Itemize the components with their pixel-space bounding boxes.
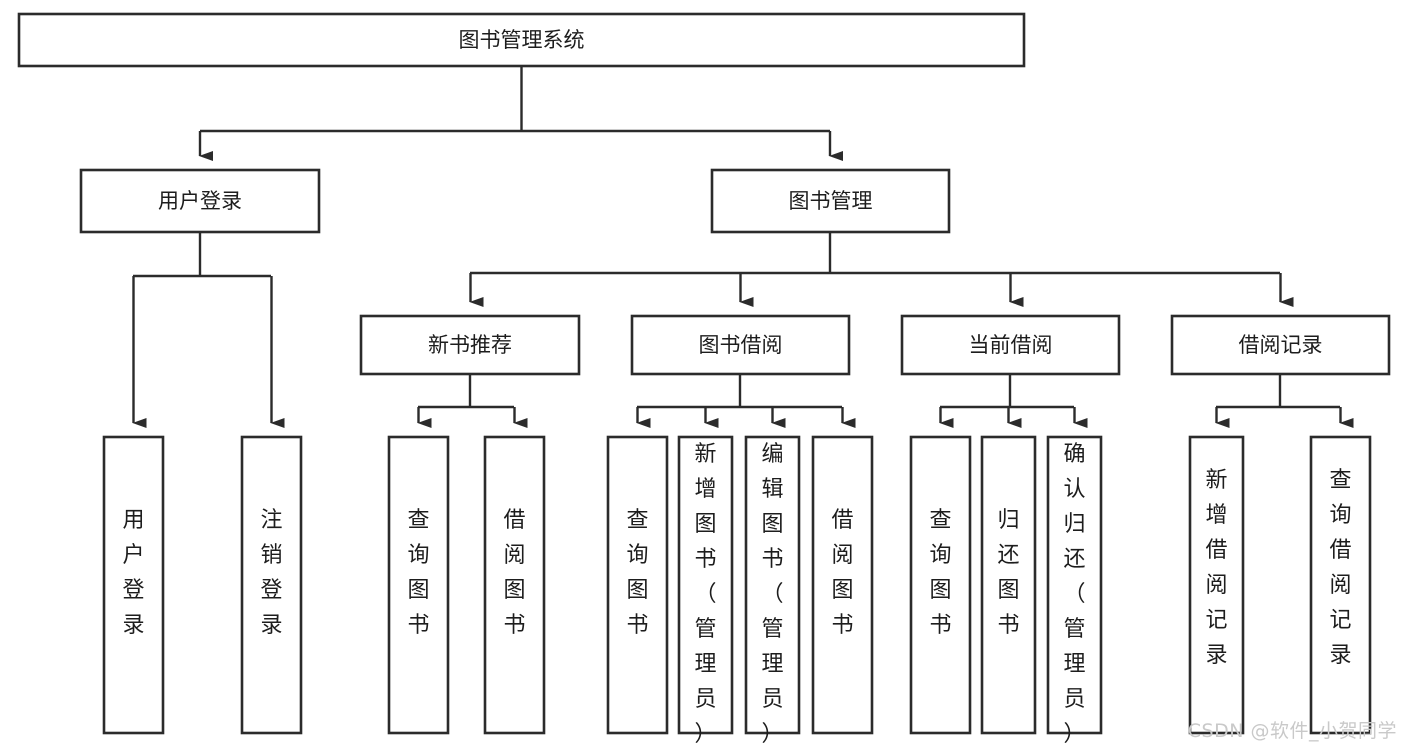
node-borrow-record-box[interactable]: [1170, 314, 1391, 376]
node-leaf-user-login-label: 用户登录: [122, 508, 144, 638]
node-current-borrow-box[interactable]: [900, 314, 1121, 376]
node-leaf-user-login[interactable]: 用户登录: [102, 435, 165, 735]
node-leaf-query-book-1-box[interactable]: [387, 435, 450, 735]
node-leaf-query-record-box[interactable]: [1309, 435, 1372, 735]
node-user-login-label: 用户登录: [158, 189, 242, 213]
node-book-borrow-box[interactable]: [630, 314, 851, 376]
node-current-borrow[interactable]: 当前借阅: [900, 314, 1121, 376]
node-book-manage[interactable]: 图书管理: [710, 168, 951, 234]
node-leaf-return-book-label: 归还图书: [997, 508, 1019, 638]
node-leaf-add-record-label: 新增借阅记录: [1205, 468, 1227, 668]
node-leaf-add-record-box[interactable]: [1188, 435, 1245, 735]
node-leaf-return-book-box[interactable]: [980, 435, 1037, 735]
node-leaf-query-book-1-label: 查询图书: [407, 508, 429, 638]
node-leaf-borrow-book-2-label: 借阅图书: [831, 508, 853, 638]
node-borrow-record[interactable]: 借阅记录: [1170, 314, 1391, 376]
node-layer: 图书管理系统 用户登录 图书管理 新书推荐 图书借阅: [17, 12, 1391, 747]
node-leaf-query-record[interactable]: 查询借阅记录: [1309, 435, 1372, 735]
node-leaf-query-book-3-box[interactable]: [909, 435, 972, 735]
node-book-manage-box[interactable]: [710, 168, 951, 234]
node-book-borrow[interactable]: 图书借阅: [630, 314, 851, 376]
node-leaf-query-book-3-label: 查询图书: [929, 508, 951, 638]
node-new-book-recommend-box[interactable]: [359, 314, 581, 376]
node-leaf-edit-book-label: 编辑图书（管理员）: [761, 442, 783, 747]
node-user-login[interactable]: 用户登录: [79, 168, 321, 234]
node-leaf-edit-book-box[interactable]: [744, 435, 801, 735]
node-book-manage-label: 图书管理: [789, 189, 873, 213]
node-root-label: 图书管理系统: [459, 28, 585, 52]
node-leaf-confirm-return-box[interactable]: [1046, 435, 1103, 735]
node-leaf-borrow-book-2[interactable]: 借阅图书: [811, 435, 874, 735]
node-borrow-record-label: 借阅记录: [1239, 333, 1323, 357]
node-book-borrow-label: 图书借阅: [699, 333, 783, 357]
node-leaf-add-book-box[interactable]: [677, 435, 734, 735]
node-leaf-user-logout-label: 注销登录: [260, 508, 282, 638]
node-leaf-confirm-return-label: 确认归还（管理员）: [1063, 442, 1085, 747]
connector-layer: [132, 66, 1354, 428]
node-current-borrow-label: 当前借阅: [969, 333, 1053, 357]
node-leaf-add-book[interactable]: 新增图书（管理员）: [677, 435, 734, 747]
node-leaf-add-record[interactable]: 新增借阅记录: [1188, 435, 1245, 735]
node-leaf-add-book-label: 新增图书（管理员）: [694, 442, 716, 747]
node-leaf-query-record-label: 查询借阅记录: [1329, 468, 1351, 668]
node-leaf-query-book-2-box[interactable]: [606, 435, 669, 735]
node-leaf-borrow-book-1[interactable]: 借阅图书: [483, 435, 546, 735]
node-leaf-query-book-3[interactable]: 查询图书: [909, 435, 972, 735]
node-leaf-confirm-return[interactable]: 确认归还（管理员）: [1046, 435, 1103, 747]
node-leaf-query-book-2-label: 查询图书: [626, 508, 648, 638]
node-root-box[interactable]: [17, 12, 1026, 68]
node-leaf-query-book-2[interactable]: 查询图书: [606, 435, 669, 735]
node-leaf-borrow-book-2-box[interactable]: [811, 435, 874, 735]
node-leaf-edit-book[interactable]: 编辑图书（管理员）: [744, 435, 801, 747]
node-leaf-query-book-1[interactable]: 查询图书: [387, 435, 450, 735]
node-leaf-borrow-book-1-box[interactable]: [483, 435, 546, 735]
node-user-login-box[interactable]: [79, 168, 321, 234]
node-new-book-recommend[interactable]: 新书推荐: [359, 314, 581, 376]
node-leaf-user-logout-box[interactable]: [240, 435, 303, 735]
node-new-book-recommend-label: 新书推荐: [428, 333, 512, 357]
node-leaf-borrow-book-1-label: 借阅图书: [503, 508, 525, 638]
node-leaf-user-logout[interactable]: 注销登录: [240, 435, 303, 735]
node-root[interactable]: 图书管理系统: [17, 12, 1026, 68]
node-leaf-user-login-box[interactable]: [102, 435, 165, 735]
node-leaf-return-book[interactable]: 归还图书: [980, 435, 1037, 735]
